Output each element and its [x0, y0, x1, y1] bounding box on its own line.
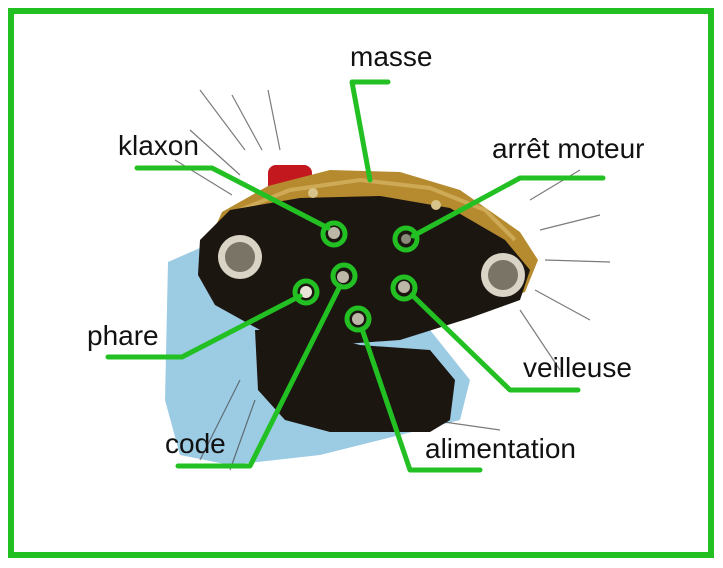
leader-phare: [105, 293, 303, 360]
pin-ring-arret-moteur: [392, 225, 420, 253]
leader-lines: [105, 79, 606, 473]
label-arret-moteur: arrêt moteur: [492, 133, 645, 164]
leader-veilleuse: [409, 292, 581, 393]
pin-ring-veilleuse: [390, 274, 418, 302]
label-alimentation: alimentation: [425, 433, 576, 464]
pin-rings: [292, 220, 420, 333]
leader-masse: [349, 79, 391, 183]
label-veilleuse: veilleuse: [523, 352, 632, 383]
pin-ring-alimentation: [344, 305, 372, 333]
leader-alimentation: [359, 326, 483, 473]
leader-klaxon: [134, 165, 331, 231]
pin-ring-phare: [292, 278, 320, 306]
label-code: code: [165, 428, 226, 459]
pin-ring-klaxon: [320, 220, 348, 248]
label-klaxon: klaxon: [118, 130, 199, 161]
sketch-lines: [174, 89, 611, 471]
leader-arret-moteur: [410, 175, 606, 239]
connector-photo: [165, 89, 611, 471]
label-masse: masse: [350, 41, 432, 72]
leader-code: [175, 283, 343, 469]
pin-ring-code: [330, 262, 358, 290]
label-phare: phare: [87, 320, 159, 351]
